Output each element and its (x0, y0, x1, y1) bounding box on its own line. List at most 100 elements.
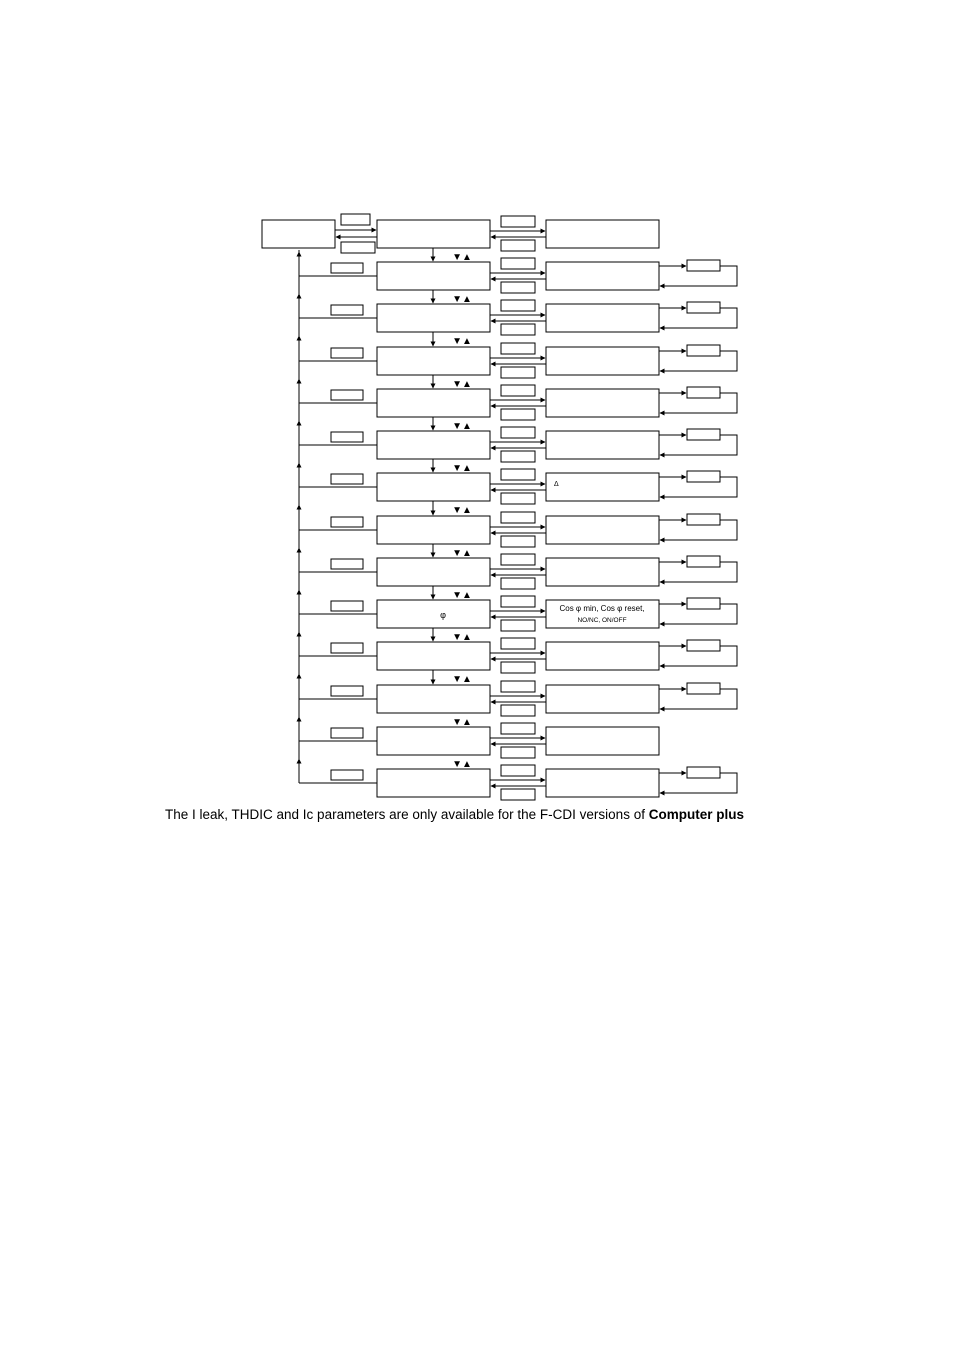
loop-return-arrow (659, 392, 738, 416)
loop-key-box (686, 259, 721, 272)
param-box (545, 641, 660, 671)
param-box-label-line2: NO/NC, ON/OFF (577, 617, 626, 624)
nav-symbol: ▼▲ (452, 674, 472, 685)
set-key-box (500, 511, 536, 524)
esc-key-box (330, 347, 364, 359)
set-key-box (500, 680, 536, 693)
back-key-box (500, 450, 536, 463)
set-key-box (500, 722, 536, 735)
loop-return-arrow (659, 688, 738, 712)
menu-box (376, 261, 491, 291)
loop-return-arrow (659, 519, 738, 543)
esc-key-box (330, 642, 364, 654)
menu-box (376, 430, 491, 460)
nav-symbol: ▼▲ (452, 632, 472, 643)
param-box (545, 515, 660, 545)
footnote: The I leak, THDIC and Ic parameters are … (165, 807, 744, 822)
root-menu-box (261, 219, 336, 249)
set-key-box (500, 595, 536, 608)
loop-return-arrow (659, 603, 738, 627)
param-box (545, 726, 660, 756)
param-box (545, 768, 660, 798)
esc-key-box (330, 769, 364, 781)
param-box (545, 388, 660, 418)
menu-box (376, 684, 491, 714)
menu-box (376, 388, 491, 418)
loop-key-box (686, 470, 721, 483)
menu-box (376, 346, 491, 376)
loop-return-arrow (659, 265, 738, 289)
nav-symbol: ▼▲ (452, 252, 472, 263)
menu-box (376, 219, 491, 249)
esc-key-box (330, 727, 364, 739)
set-key-box (500, 384, 536, 397)
param-box (545, 557, 660, 587)
back-key-box (500, 788, 536, 801)
footnote-text: The I leak, THDIC and Ic parameters are … (165, 807, 649, 822)
set-key-box (500, 426, 536, 439)
esc-key-box (330, 516, 364, 528)
menu-box (376, 599, 491, 629)
nav-symbol: ▼▲ (452, 294, 472, 305)
back-key-box (500, 661, 536, 674)
set-key-box (500, 764, 536, 777)
param-box-label: Δ (554, 481, 559, 488)
back-key-box (500, 239, 536, 252)
nav-symbol: ▼▲ (452, 759, 472, 770)
loop-return-arrow (659, 772, 738, 796)
back-key-box (500, 577, 536, 590)
menu-box (376, 303, 491, 333)
back-key-box (500, 746, 536, 759)
nav-symbol: ▼▲ (452, 717, 472, 728)
esc-key-box (340, 241, 376, 254)
loop-key-box (686, 344, 721, 357)
set-key-box (500, 342, 536, 355)
back-key-box (500, 492, 536, 505)
menu-box (376, 641, 491, 671)
loop-key-box (686, 597, 721, 610)
esc-key-box (330, 600, 364, 612)
param-box-label: Cos φ min, Cos φ reset, (559, 604, 644, 613)
loop-key-box (686, 555, 721, 568)
esc-key-box (330, 473, 364, 485)
loop-return-arrow (659, 307, 738, 331)
footnote-bold: Computer plus (648, 807, 744, 822)
esc-key-box (330, 685, 364, 697)
nav-symbol: ▼▲ (452, 336, 472, 347)
param-box (545, 303, 660, 333)
loop-return-arrow (659, 645, 738, 669)
loop-return-arrow (659, 350, 738, 374)
nav-symbol: ▼▲ (452, 421, 472, 432)
back-key-box (500, 366, 536, 379)
back-key-box (500, 704, 536, 717)
loop-return-arrow (659, 561, 738, 585)
menu-box (376, 726, 491, 756)
nav-symbol: ▼▲ (452, 548, 472, 559)
loop-key-box (686, 639, 721, 652)
param-box (545, 472, 660, 502)
menu-box (376, 515, 491, 545)
enter-key-box (340, 213, 371, 226)
set-key-box (500, 468, 536, 481)
esc-key-box (330, 558, 364, 570)
set-key-box (500, 299, 536, 312)
loop-key-box (686, 766, 721, 779)
loop-return-arrow (659, 434, 738, 458)
loop-key-box (686, 428, 721, 441)
esc-key-box (330, 262, 364, 274)
back-key-box (500, 281, 536, 294)
set-key-box (500, 257, 536, 270)
param-box (545, 219, 660, 249)
esc-key-box (330, 304, 364, 316)
loop-key-box (686, 513, 721, 526)
set-key-box (500, 637, 536, 650)
menu-box (376, 472, 491, 502)
set-key-box (500, 215, 536, 228)
back-key-box (500, 619, 536, 632)
menu-box-label: φ (440, 610, 446, 620)
nav-symbol: ▼▲ (452, 379, 472, 390)
param-box (545, 430, 660, 460)
nav-symbol: ▼▲ (452, 463, 472, 474)
esc-key-box (330, 389, 364, 401)
